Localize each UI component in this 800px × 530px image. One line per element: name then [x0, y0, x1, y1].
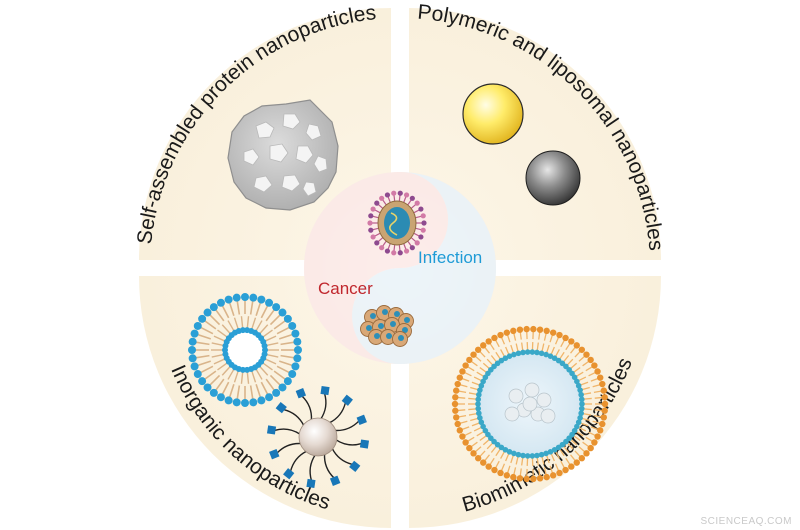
membrane-vesicle-icon — [451, 325, 609, 483]
micelle-icon — [188, 293, 302, 407]
sphere-icon — [462, 83, 581, 206]
grey-polymer-sphere-icon — [525, 150, 581, 206]
tumor-cell-cluster-icon — [360, 305, 414, 347]
protein-cage-icon — [227, 99, 339, 211]
infection-label: Infection — [418, 248, 482, 267]
sector-top-right — [409, 8, 661, 260]
watermark: SCIENCEAQ.COM — [700, 516, 792, 527]
virus-icon — [367, 190, 427, 256]
cancer-label: Cancer — [318, 279, 373, 298]
ligand-nanoparticle-icon — [266, 385, 370, 489]
yellow-liposome-icon — [462, 83, 524, 145]
